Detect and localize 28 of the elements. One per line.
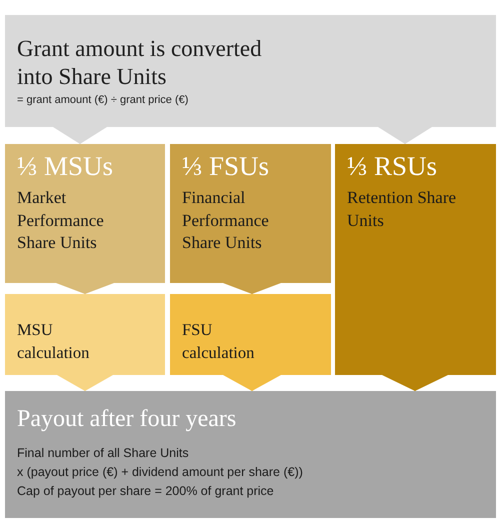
formula-text: x (payout price (€) + dividend amount per share (€)) [17,464,303,481]
description-text: Market Performance Share Units [17,187,105,254]
chevron-arrow [53,126,107,144]
info-panel [5,15,496,127]
info-panel [5,391,496,518]
panel-heading: ⅓ RSUs [347,150,438,182]
description-text: Retention Share Units [347,187,458,232]
category-panel [170,144,331,283]
description-text: Financial Performance Share Units [182,187,270,254]
chevron-arrow [382,374,448,392]
calculation-panel [170,294,331,375]
panel-heading: Grant amount is converted into Share Units [17,35,263,91]
panel-heading: Payout after four years [17,405,236,433]
chevron-arrow [56,282,114,294]
panel-heading: ⅓ FSUs [182,150,270,182]
formula-text: Cap of payout per share = 200% of grant price [17,483,274,500]
chevron-arrow [223,374,281,392]
chevron-arrow [223,282,281,294]
formula-text: = grant amount (€) ÷ grant price (€) [17,93,188,107]
panel-heading: ⅓ MSUs [17,150,114,182]
chevron-arrow [57,374,113,392]
chevron-arrow [378,126,432,144]
panel-text: MSU calculation [17,319,90,364]
panel-text: FSU calculation [182,319,256,364]
formula-text: Final number of all Share Units [17,445,189,462]
category-panel [5,144,165,283]
calculation-panel [5,294,165,375]
category-panel [335,144,496,375]
